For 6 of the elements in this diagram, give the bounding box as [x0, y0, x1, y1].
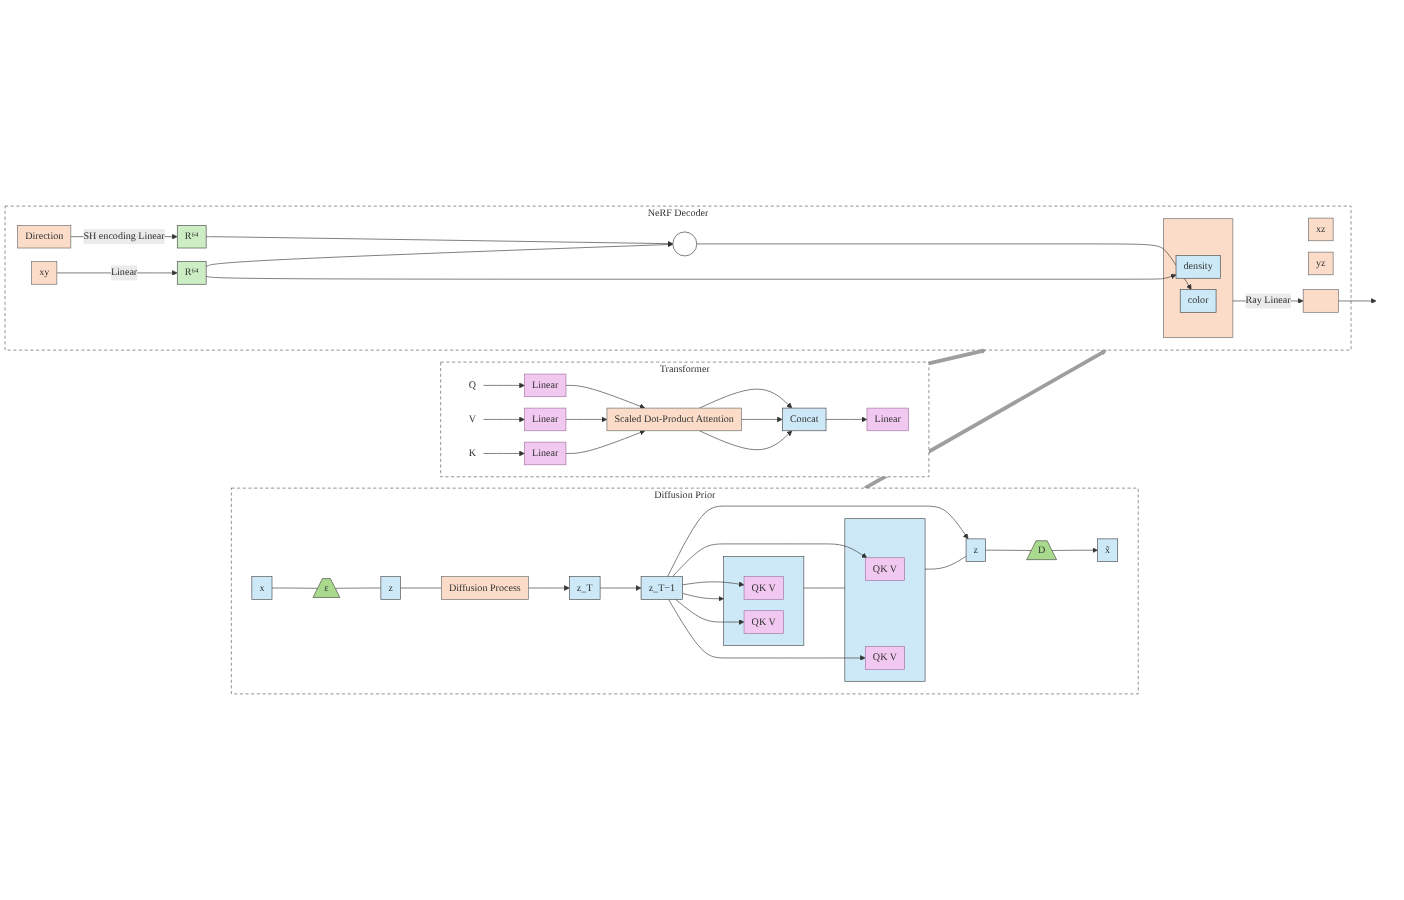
cluster	[1163, 218, 1234, 338]
node-circle	[672, 231, 698, 257]
cluster	[723, 556, 805, 646]
arrow	[928, 348, 987, 366]
node-box	[1302, 289, 1339, 313]
cluster	[844, 518, 926, 682]
